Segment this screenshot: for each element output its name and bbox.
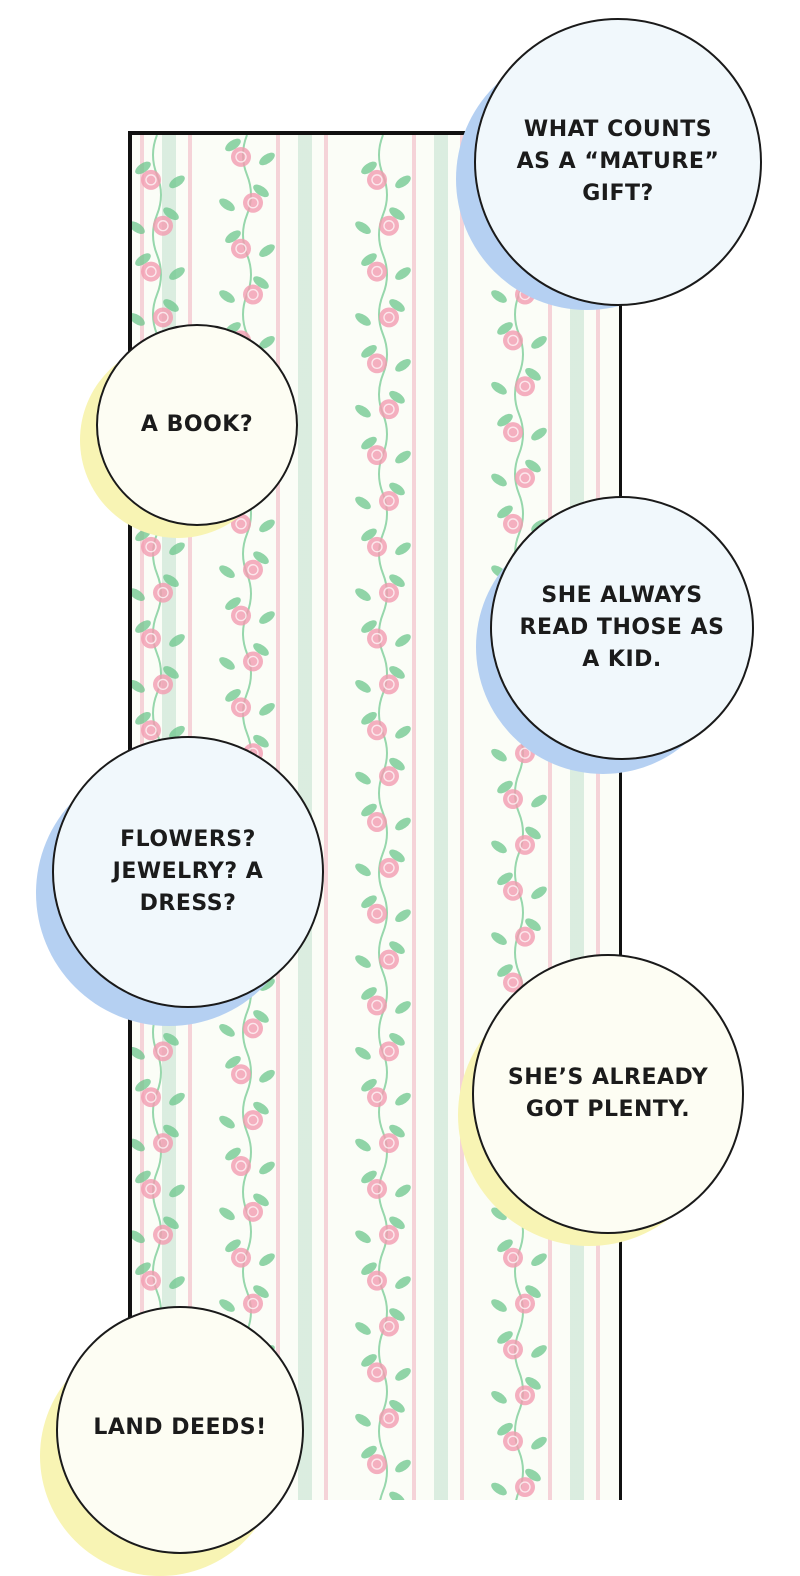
speech-bubble-what-counts: WHAT COUNTS AS A “MATURE” GIFT? [456,18,766,318]
bubble-body: SHE’S ALREADY GOT PLENTY. [472,954,744,1234]
rose-vine-pattern [491,135,547,1500]
bubble-text: SHE ALWAYS READ THOSE AS A KID. [519,583,725,672]
speech-bubble-she-always: SHE ALWAYS READ THOSE AS A KID. [476,496,758,778]
bubble-body: LAND DEEDS! [56,1306,304,1554]
bubble-body: SHE ALWAYS READ THOSE AS A KID. [490,496,754,760]
speech-bubble-a-book: A BOOK? [80,324,300,540]
speech-bubble-flowers: FLOWERS? JEWELRY? A DRESS? [36,736,328,1028]
bubble-body: A BOOK? [96,324,298,526]
bubble-text: FLOWERS? JEWELRY? A DRESS? [112,827,264,916]
speech-bubble-land-deeds: LAND DEEDS! [40,1306,310,1576]
bubble-text: SHE’S ALREADY GOT PLENTY. [507,1065,709,1122]
rose-vine-pattern [355,135,411,1500]
bubble-body: FLOWERS? JEWELRY? A DRESS? [52,736,324,1008]
bubble-body: WHAT COUNTS AS A “MATURE” GIFT? [474,18,762,306]
bubble-text: A BOOK? [140,412,254,438]
bubble-text: WHAT COUNTS AS A “MATURE” GIFT? [516,117,720,206]
speech-bubble-she-already: SHE’S ALREADY GOT PLENTY. [458,954,748,1250]
bubble-text: LAND DEEDS! [93,1415,267,1440]
